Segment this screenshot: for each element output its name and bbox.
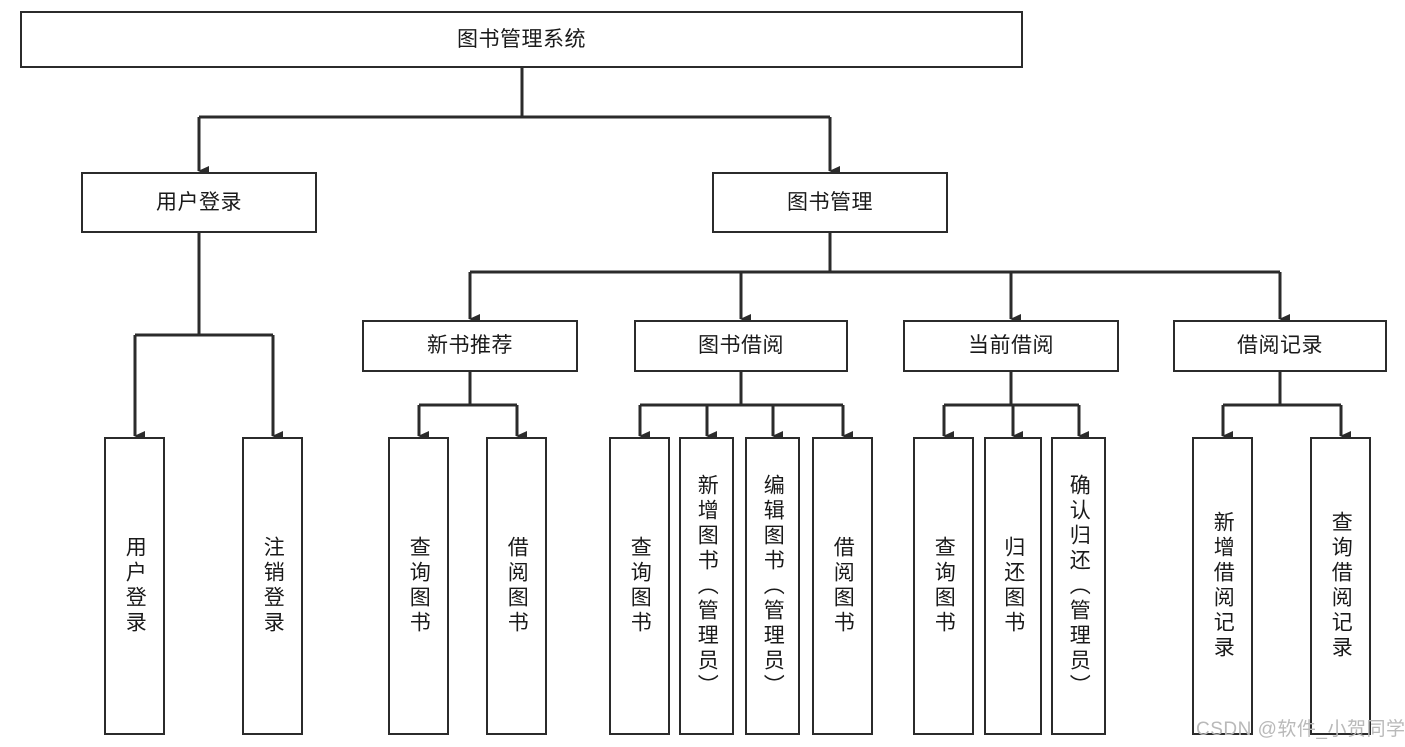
node-leaf-bb-edit[interactable]: 编辑图书（管理员） [745,437,800,735]
node-label-book-manage: 图书管理 [787,190,873,214]
node-label-leaf-bb-query: 查询图书 [628,536,652,636]
node-current-borrow[interactable]: 当前借阅 [903,320,1119,372]
node-label-leaf-cb-query: 查询图书 [932,536,956,636]
node-leaf-cb-query[interactable]: 查询图书 [913,437,974,735]
node-label-leaf-rec-borrow: 借阅图书 [505,536,529,636]
node-book-manage[interactable]: 图书管理 [712,172,948,233]
node-new-book-rec[interactable]: 新书推荐 [362,320,578,372]
node-book-borrow[interactable]: 图书借阅 [634,320,848,372]
node-leaf-br-add[interactable]: 新增借阅记录 [1192,437,1253,735]
node-leaf-br-query[interactable]: 查询借阅记录 [1310,437,1371,735]
node-leaf-rec-query[interactable]: 查询图书 [388,437,449,735]
node-label-leaf-br-query: 查询借阅记录 [1329,511,1353,661]
node-leaf-bb-borrow[interactable]: 借阅图书 [812,437,873,735]
node-leaf-cb-return[interactable]: 归还图书 [984,437,1042,735]
node-label-borrow-record: 借阅记录 [1237,334,1323,358]
node-label-root: 图书管理系统 [457,27,586,51]
node-leaf-user-login[interactable]: 用户登录 [104,437,165,735]
node-label-leaf-rec-query: 查询图书 [407,536,431,636]
node-leaf-cb-confirm[interactable]: 确认归还（管理员） [1051,437,1106,735]
node-label-book-borrow: 图书借阅 [698,334,784,358]
node-label-leaf-bb-edit: 编辑图书（管理员） [761,473,785,699]
node-label-leaf-user-logout: 注销登录 [261,536,285,636]
node-label-leaf-cb-return: 归还图书 [1001,536,1025,636]
node-leaf-user-logout[interactable]: 注销登录 [242,437,303,735]
node-label-leaf-cb-confirm: 确认归还（管理员） [1067,473,1091,699]
node-label-current-borrow: 当前借阅 [968,334,1054,358]
node-label-leaf-user-login: 用户登录 [123,536,147,636]
node-root[interactable]: 图书管理系统 [20,11,1023,68]
node-label-user-login: 用户登录 [156,190,242,214]
node-user-login[interactable]: 用户登录 [81,172,317,233]
node-borrow-record[interactable]: 借阅记录 [1173,320,1387,372]
node-label-leaf-bb-add: 新增图书（管理员） [695,473,719,699]
node-label-leaf-br-add: 新增借阅记录 [1211,511,1235,661]
node-leaf-rec-borrow[interactable]: 借阅图书 [486,437,547,735]
node-label-leaf-bb-borrow: 借阅图书 [831,536,855,636]
node-label-new-book-rec: 新书推荐 [427,334,513,358]
node-leaf-bb-add[interactable]: 新增图书（管理员） [679,437,734,735]
node-leaf-bb-query[interactable]: 查询图书 [609,437,670,735]
